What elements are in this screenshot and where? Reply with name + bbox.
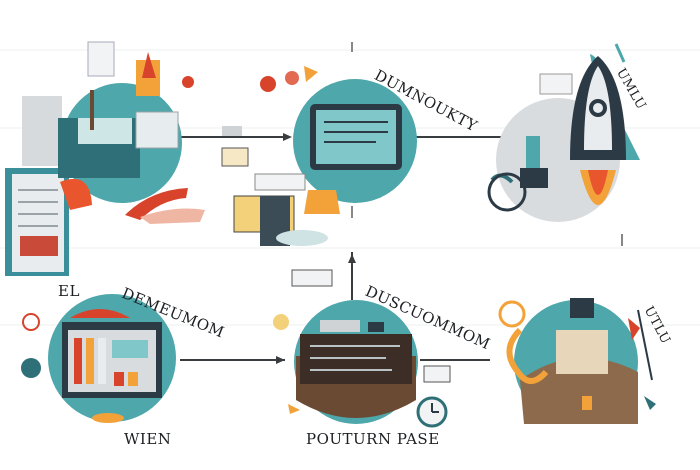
connectors [180,42,623,364]
workbench-icon [556,330,608,374]
node-rocket [487,43,640,222]
node-workbench [498,298,656,424]
node-laptop [5,41,205,276]
label-bottom-center: POUTURN PASE [306,430,440,448]
lightbulb-icon [273,314,289,330]
label-bottom-left: WIEN [124,430,172,448]
node-presentation [21,294,176,423]
label-mid-left-small: EL [58,282,80,300]
node-control-panel [273,269,451,428]
node-monitor [221,66,417,246]
